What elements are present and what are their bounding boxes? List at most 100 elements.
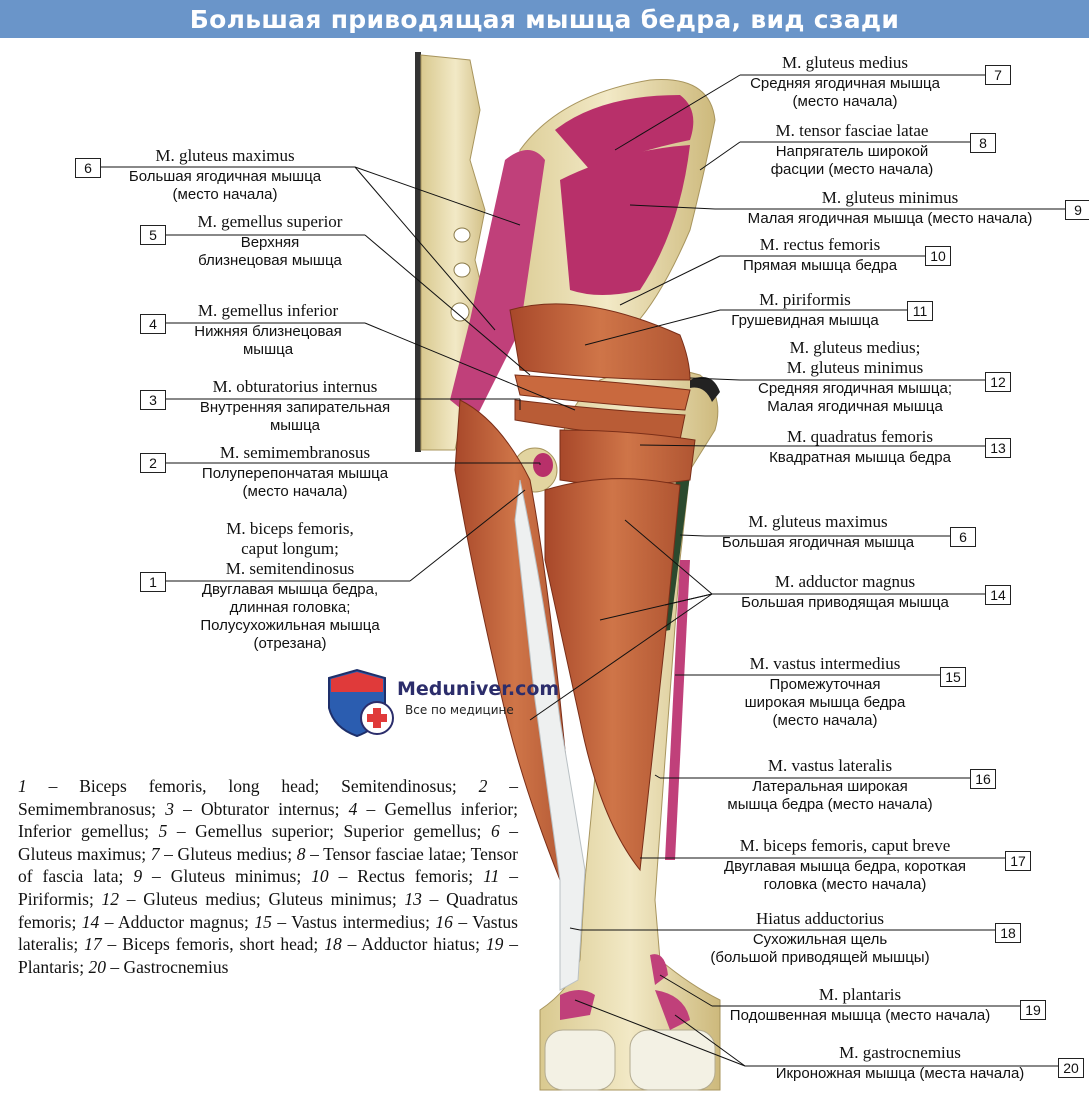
logo-tagline: Все по медицине	[405, 703, 514, 717]
russian-name: Напрягатель широкой	[775, 143, 929, 160]
russian-name: Грушевидная мышца	[731, 312, 879, 329]
russian-name: мышца	[269, 417, 321, 434]
legend-number: 1	[18, 776, 27, 796]
legend-number: 2	[478, 776, 488, 796]
legend-number: 14	[81, 911, 100, 932]
russian-name: широкая мышца бедра	[744, 694, 906, 711]
shield-logo-icon	[328, 668, 394, 738]
russian-name: Средняя ягодичная мышца	[750, 75, 940, 92]
legend-number: 20	[88, 956, 106, 977]
latin-name: M. gluteus medius;	[789, 338, 921, 357]
hip-muscles	[509, 303, 696, 486]
leader-lines	[100, 74, 1065, 1067]
legend-number: 6	[490, 821, 500, 842]
russian-name: (место начала)	[792, 93, 898, 110]
label-number-box: 13	[985, 438, 1011, 458]
leader-line	[364, 234, 531, 376]
latin-name: caput longum;	[241, 539, 339, 558]
russian-name: мышца	[242, 341, 294, 358]
gluteus-minimus-origin	[560, 145, 690, 295]
russian-name: Полуперепончатая мышца	[201, 465, 389, 482]
latin-name: M. biceps femoris, caput breve	[739, 836, 951, 855]
russian-name: близнецовая мышца	[198, 252, 342, 269]
latin-name: M. gemellus inferior	[197, 301, 339, 320]
russian-name: мышца бедра (место начала)	[727, 796, 933, 813]
latin-name: M. obturatorius internus	[212, 377, 378, 396]
russian-name: Большая ягодичная мышца	[721, 534, 915, 551]
leader-line	[659, 974, 713, 1007]
leader-line	[409, 489, 526, 582]
leader-line	[529, 593, 713, 721]
label-number-box: 5	[140, 225, 166, 245]
legend-number: 13	[404, 888, 422, 909]
legend-caption: 1 – Biceps femoris, long head; Semitendi…	[18, 775, 518, 978]
latin-name: M. gluteus medius	[781, 53, 909, 72]
russian-name: (место начала)	[772, 712, 878, 729]
leader-line	[674, 1014, 746, 1067]
legend-text: – Piriformis;	[18, 866, 519, 909]
leader-line	[689, 377, 741, 381]
gluteus-medius-origin	[555, 95, 694, 170]
legend-number: 8	[296, 843, 306, 864]
leader-line	[664, 593, 713, 606]
legend-number: 4	[348, 798, 358, 819]
russian-name: Верхняя	[240, 234, 300, 251]
legend-text: – Gluteus minimus;	[142, 866, 312, 887]
legend-number: 18	[324, 934, 342, 955]
label-number-box: 6	[950, 527, 976, 547]
latin-name: M. semitendinosus	[225, 559, 355, 578]
leader-line	[639, 444, 711, 447]
legend-text: – Quadratus femoris;	[18, 888, 518, 932]
latin-name: M. piriformis	[759, 290, 851, 309]
latin-name: M. biceps femoris,	[226, 519, 354, 538]
russian-name: Двуглавая мышца бедра,	[201, 581, 379, 598]
latin-name: M. gluteus maximus	[155, 146, 295, 165]
legend-text: – Gluteus medius; Gluteus minimus;	[119, 888, 405, 909]
legend-text: – Gluteus medius;	[159, 843, 297, 864]
legend-text: – Vastus intermedius;	[271, 911, 436, 932]
russian-name: Промежуточная	[769, 676, 881, 693]
russian-name: Нижняя близнецовая	[194, 323, 342, 340]
label-number-box: 3	[140, 390, 166, 410]
semimembranosus-origin	[533, 453, 553, 477]
gluteus-maximus-origin	[450, 150, 545, 420]
russian-name: Квадратная мышца бедра	[769, 449, 951, 466]
russian-name: Полусухожильная мышца	[200, 617, 380, 634]
legend-number: 11	[483, 866, 500, 887]
legend-text: – Plantaris;	[18, 934, 518, 977]
label-number-box: 14	[985, 585, 1011, 605]
russian-name: (место начала)	[172, 186, 278, 203]
title-bar: Большая приводящая мышца бедра, вид сзад…	[0, 0, 1089, 38]
legend-number: 12	[101, 888, 120, 909]
label-number-box: 6	[75, 158, 101, 178]
latin-name: M. vastus intermedius	[749, 654, 901, 673]
russian-name: Икроножная мышца (места начала)	[775, 1065, 1025, 1082]
russian-name: Прямая мышца бедра	[742, 257, 898, 274]
legend-text: – Adductor magnus;	[99, 911, 255, 932]
label-number-box: 17	[1005, 851, 1031, 871]
legend-number: 15	[254, 911, 272, 932]
label-number-box: 1	[140, 572, 166, 592]
legend-text: – Gastrocnemius	[105, 956, 229, 977]
latin-name: M. gluteus minimus	[821, 188, 959, 207]
russian-name: длинная головка;	[229, 599, 351, 616]
label-number-box: 20	[1058, 1058, 1084, 1078]
russian-name: фасции (место начала)	[770, 161, 934, 178]
russian-name: Малая ягодичная мышца (место начала)	[747, 210, 1033, 227]
label-number-box: 9	[1065, 200, 1089, 220]
leader-line	[614, 74, 741, 151]
